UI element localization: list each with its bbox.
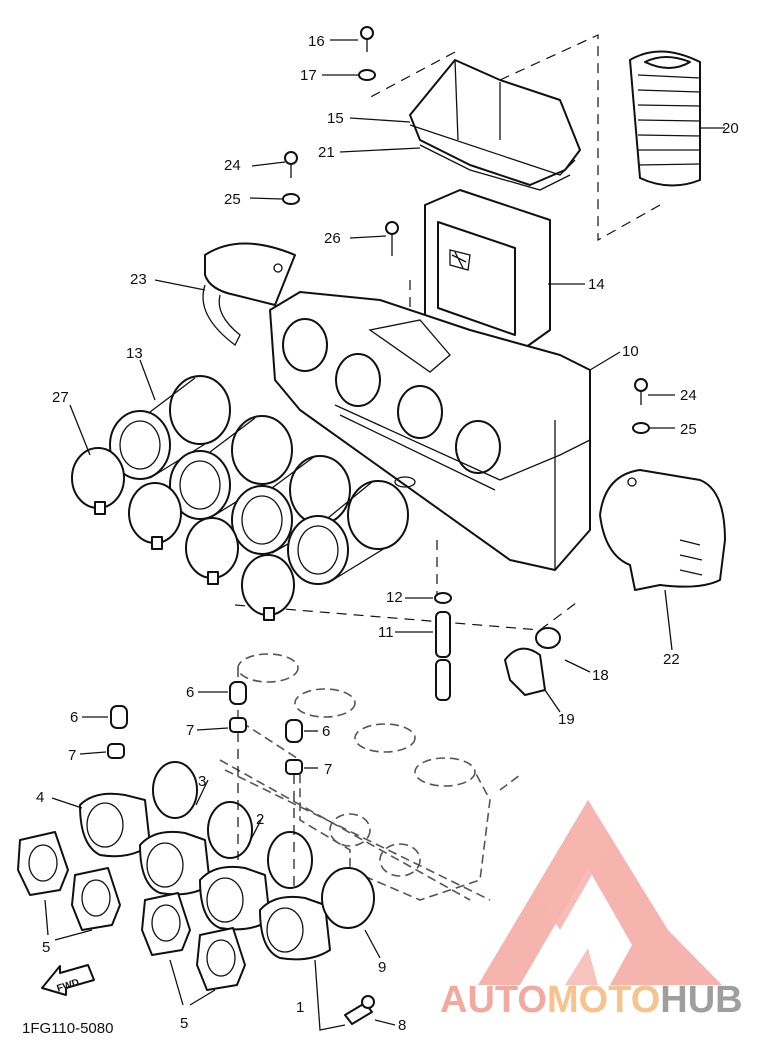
- drain-hose-parts: [434, 592, 561, 701]
- watermark-moto: MOTO: [547, 979, 660, 1021]
- watermark-logo-icon: [478, 800, 722, 985]
- fasteners-upper: [282, 26, 650, 434]
- callout-27: 27: [52, 389, 69, 406]
- callout-26: 26: [324, 230, 341, 247]
- clamp-9: [321, 867, 375, 929]
- callout-25a: 25: [224, 191, 241, 208]
- callout-3: 3: [198, 773, 206, 790]
- callout-17: 17: [300, 67, 317, 84]
- callout-10: 10: [622, 343, 639, 360]
- callout-7c: 7: [324, 761, 332, 778]
- callouts: 16 17 15 21 24 25 26 14 20 23 13 27 10 2…: [36, 33, 739, 1034]
- callout-16: 16: [308, 33, 325, 50]
- svg-text:AUTOMOTOHUB: AUTOMOTOHUB: [440, 979, 743, 1021]
- callout-6b: 6: [70, 709, 78, 726]
- callout-1: 1: [296, 999, 304, 1016]
- air-box-assembly: [71, 26, 726, 701]
- caps-and-holders: [107, 681, 303, 890]
- watermark: AUTOMOTOHUB: [440, 800, 743, 1021]
- callout-11: 11: [378, 624, 394, 641]
- carb-joint-assembly: [17, 653, 521, 1031]
- carb-joints: [79, 761, 368, 961]
- callout-6a: 6: [186, 684, 194, 701]
- callout-9: 9: [378, 959, 386, 976]
- air-box-cap-15: [409, 59, 581, 191]
- callout-2: 2: [256, 811, 264, 828]
- intake-duct-20: [629, 50, 701, 187]
- callout-24b: 24: [680, 387, 697, 404]
- carburetor-ghost: [219, 653, 521, 901]
- callout-5b: 5: [180, 1015, 188, 1032]
- watermark-auto: AUTO: [440, 979, 547, 1021]
- intake-joints-13: [109, 375, 409, 585]
- callout-24a: 24: [224, 157, 241, 174]
- screw-8: [344, 995, 375, 1025]
- callout-15: 15: [327, 110, 344, 127]
- callout-22: 22: [663, 651, 680, 668]
- gaskets-5: [17, 831, 246, 991]
- filter-element-14: [424, 189, 551, 356]
- callout-7a: 7: [186, 722, 194, 739]
- diagram-code: 1FG110-5080: [22, 1020, 113, 1037]
- callout-13: 13: [126, 345, 143, 362]
- callout-19: 19: [558, 711, 575, 728]
- side-cover-23: [202, 242, 296, 346]
- callout-7b: 7: [68, 747, 76, 764]
- callout-25b: 25: [680, 421, 697, 438]
- callout-20: 20: [722, 120, 739, 137]
- callout-5a: 5: [42, 939, 50, 956]
- callout-23: 23: [130, 271, 147, 288]
- callout-4: 4: [36, 789, 44, 806]
- clamps-27: [71, 447, 295, 621]
- callout-14: 14: [588, 276, 605, 293]
- callout-12: 12: [386, 589, 403, 606]
- side-cover-22: [599, 469, 726, 591]
- callout-18: 18: [592, 667, 609, 684]
- callout-6c: 6: [322, 723, 330, 740]
- watermark-hub: HUB: [660, 979, 742, 1021]
- callout-21: 21: [318, 144, 335, 161]
- fwd-arrow-icon: FWD: [41, 964, 95, 996]
- callout-8: 8: [398, 1017, 406, 1034]
- air-box-10: [269, 291, 591, 571]
